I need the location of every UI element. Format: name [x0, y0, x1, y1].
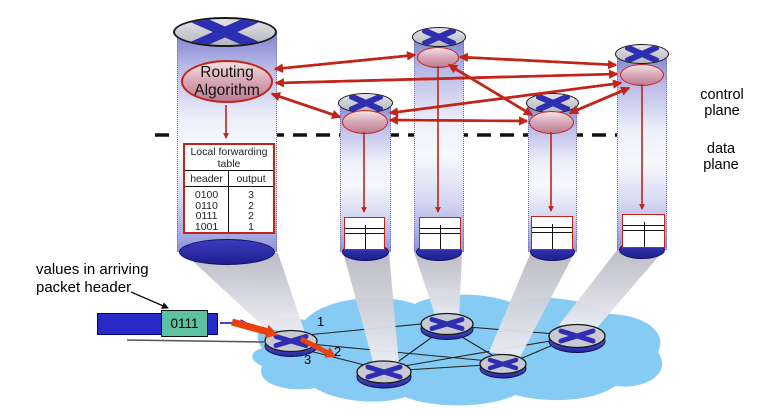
forwarding-table-header-row: header output — [185, 171, 273, 187]
routing-algorithm-oval — [620, 64, 664, 86]
projection-beam — [343, 252, 399, 365]
table-cell: 0111 — [195, 210, 218, 222]
router-icon — [429, 317, 465, 331]
packet-path-line — [126, 339, 267, 343]
port-label-3: 3 — [304, 352, 312, 367]
arriving-packet-note: values in arriving packet header — [36, 261, 149, 296]
network-link — [404, 364, 486, 371]
packet-ingress-arrow — [231, 318, 278, 339]
table-cell: 1 — [248, 220, 254, 233]
routing-algorithm-oval: Routing Algorithm — [181, 60, 273, 103]
router-disc — [548, 323, 606, 353]
network-link — [391, 329, 443, 367]
routing-arrow — [273, 53, 416, 73]
projection-beam — [559, 249, 665, 329]
routing-algorithm-oval — [529, 111, 574, 134]
forwarding-table-icon — [622, 214, 665, 248]
forwarding-table-icon — [344, 217, 385, 250]
physical-routers — [264, 312, 606, 389]
table-cell: 0100 — [194, 189, 219, 201]
router-disc — [420, 312, 474, 340]
header-column: 0100 0110 0111 1001 — [185, 187, 228, 232]
routing-arrow — [270, 92, 341, 119]
router-icon — [273, 334, 309, 348]
packet-header-value: 0111 — [170, 316, 199, 331]
network-link — [403, 339, 557, 367]
projection-beams — [184, 249, 665, 365]
column-header: output — [228, 171, 273, 186]
control-plane-label: control plane — [700, 87, 744, 119]
router-disc — [356, 360, 412, 389]
table-cell: 3 — [248, 189, 254, 201]
routing-arrow — [459, 55, 618, 70]
table-cell: 1001 — [194, 220, 219, 233]
table-line — [440, 224, 441, 249]
output-column: 3 2 2 1 — [228, 187, 273, 232]
routing-arrow — [271, 92, 342, 119]
router-disc — [479, 353, 527, 379]
forwarding-table-icon — [531, 216, 573, 250]
packet-body — [97, 313, 162, 335]
forwarding-table-icon — [419, 217, 461, 250]
port-label-1: 1 — [317, 314, 325, 329]
routing-arrow — [274, 51, 417, 71]
table-line — [643, 222, 645, 247]
table-line — [552, 224, 553, 249]
local-forwarding-table: Local forwarding table header output 010… — [183, 143, 275, 234]
column-header: header — [190, 172, 223, 185]
table-cell: 0110 — [195, 199, 218, 212]
packet-tail — [207, 313, 218, 335]
projection-beam — [489, 252, 575, 357]
router-icon — [526, 93, 579, 113]
router-icon — [615, 44, 669, 64]
cylinder-bottom — [179, 239, 275, 265]
router-icon — [173, 17, 277, 47]
table-cell: 2 — [248, 199, 254, 212]
projection-beam — [414, 252, 462, 320]
network-link — [451, 330, 498, 359]
router-icon — [487, 357, 519, 371]
packet-header-field: 0111 — [161, 310, 208, 337]
routing-algorithm-oval — [342, 110, 388, 134]
routing-algorithm-oval — [417, 47, 459, 68]
router-icon — [365, 364, 403, 380]
routing-arrow — [458, 52, 617, 67]
router-icon — [558, 328, 596, 344]
network-link — [519, 341, 561, 360]
forwarding-table-title: Local forwarding table — [185, 145, 273, 172]
routing-algorithm-label: Routing Algorithm — [194, 63, 260, 99]
data-plane-label: data plane — [703, 141, 739, 173]
network-link — [467, 326, 557, 335]
network-cloud — [252, 294, 663, 406]
table-cell: 2 — [248, 210, 254, 222]
router-icon — [412, 27, 466, 47]
forwarding-table-body: 0100 0110 0111 1001 3 2 2 1 — [185, 187, 273, 232]
table-line — [364, 224, 366, 249]
port-label-2: 2 — [334, 344, 342, 359]
